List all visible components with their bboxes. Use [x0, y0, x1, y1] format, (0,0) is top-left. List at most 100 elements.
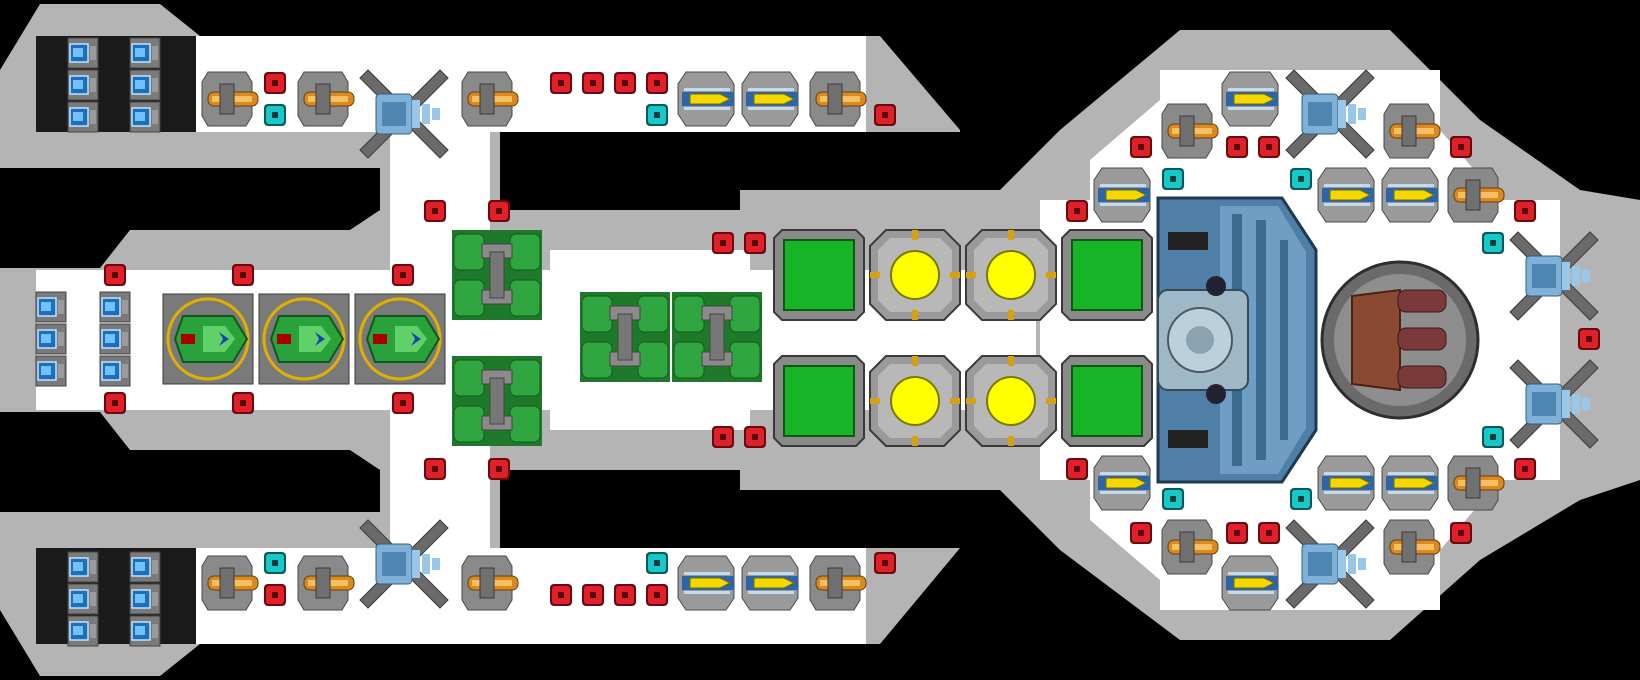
power-node-red-icon[interactable]	[1226, 522, 1248, 544]
battery-cell-icon[interactable]	[35, 323, 67, 355]
missile-launcher-icon[interactable]	[1093, 455, 1151, 511]
power-node-red-icon[interactable]	[1066, 200, 1088, 222]
power-node-red-icon[interactable]	[614, 584, 636, 606]
thruster-icon[interactable]	[1383, 519, 1441, 575]
reactor-yellow-icon[interactable]	[965, 355, 1057, 447]
power-node-red-icon[interactable]	[712, 426, 734, 448]
data-node-cyan-icon[interactable]	[264, 552, 286, 574]
power-node-red-icon[interactable]	[646, 584, 668, 606]
data-node-cyan-icon[interactable]	[646, 552, 668, 574]
data-node-cyan-icon[interactable]	[1482, 426, 1504, 448]
power-node-red-icon[interactable]	[1514, 200, 1536, 222]
engine-pod-icon[interactable]	[257, 292, 351, 386]
thruster-icon[interactable]	[1161, 103, 1219, 159]
power-node-red-icon[interactable]	[1066, 458, 1088, 480]
data-node-cyan-icon[interactable]	[1482, 232, 1504, 254]
battery-cell-icon[interactable]	[129, 551, 161, 583]
power-node-red-icon[interactable]	[582, 584, 604, 606]
power-node-red-icon[interactable]	[712, 232, 734, 254]
missile-launcher-icon[interactable]	[677, 71, 735, 127]
reactor-yellow-icon[interactable]	[869, 229, 961, 321]
thruster-icon[interactable]	[1161, 519, 1219, 575]
power-node-red-icon[interactable]	[550, 584, 572, 606]
battery-cell-icon[interactable]	[99, 355, 131, 387]
power-node-red-icon[interactable]	[744, 232, 766, 254]
power-node-red-icon[interactable]	[392, 392, 414, 414]
data-node-cyan-icon[interactable]	[1290, 168, 1312, 190]
power-node-red-icon[interactable]	[582, 72, 604, 94]
thruster-icon[interactable]	[461, 555, 519, 611]
reactor-yellow-icon[interactable]	[965, 229, 1057, 321]
data-node-cyan-icon[interactable]	[264, 104, 286, 126]
main-cannon-icon[interactable]	[1320, 260, 1480, 420]
power-node-red-icon[interactable]	[874, 104, 896, 126]
missile-launcher-icon[interactable]	[741, 71, 799, 127]
power-node-red-icon[interactable]	[264, 584, 286, 606]
engine-pod-icon[interactable]	[353, 292, 447, 386]
thruster-icon[interactable]	[1383, 103, 1441, 159]
power-node-red-icon[interactable]	[264, 72, 286, 94]
battery-cell-icon[interactable]	[67, 69, 99, 101]
thruster-icon[interactable]	[809, 555, 867, 611]
power-node-red-icon[interactable]	[1130, 522, 1152, 544]
battery-cell-icon[interactable]	[129, 37, 161, 69]
battery-cell-icon[interactable]	[35, 355, 67, 387]
missile-launcher-icon[interactable]	[741, 555, 799, 611]
green-hull-block-icon[interactable]	[579, 291, 671, 383]
reactor-green-icon[interactable]	[1061, 229, 1153, 321]
power-node-red-icon[interactable]	[646, 72, 668, 94]
data-node-cyan-icon[interactable]	[1290, 488, 1312, 510]
missile-launcher-icon[interactable]	[1221, 555, 1279, 611]
power-node-red-icon[interactable]	[1450, 522, 1472, 544]
reactor-green-icon[interactable]	[773, 355, 865, 447]
engine-pod-row[interactable]	[161, 292, 447, 386]
data-node-cyan-icon[interactable]	[1162, 488, 1184, 510]
green-hull-block-icon[interactable]	[451, 355, 543, 447]
thruster-icon[interactable]	[297, 555, 355, 611]
missile-launcher-icon[interactable]	[1093, 167, 1151, 223]
reactor-green-icon[interactable]	[773, 229, 865, 321]
command-core-icon[interactable]	[1156, 196, 1318, 484]
power-node-red-icon[interactable]	[488, 458, 510, 480]
battery-cell-icon[interactable]	[67, 101, 99, 133]
power-node-red-icon[interactable]	[1258, 522, 1280, 544]
power-node-red-icon[interactable]	[550, 72, 572, 94]
battery-cell-icon[interactable]	[67, 583, 99, 615]
power-node-red-icon[interactable]	[874, 552, 896, 574]
thruster-icon[interactable]	[1447, 455, 1505, 511]
power-node-red-icon[interactable]	[1514, 458, 1536, 480]
power-node-red-icon[interactable]	[488, 200, 510, 222]
power-node-red-icon[interactable]	[424, 200, 446, 222]
power-node-red-icon[interactable]	[232, 392, 254, 414]
reactor-green-icon[interactable]	[1061, 355, 1153, 447]
power-node-red-icon[interactable]	[392, 264, 414, 286]
battery-cell-icon[interactable]	[99, 323, 131, 355]
power-node-red-icon[interactable]	[1226, 136, 1248, 158]
power-node-red-icon[interactable]	[1130, 136, 1152, 158]
missile-launcher-icon[interactable]	[1317, 167, 1375, 223]
missile-launcher-icon[interactable]	[1381, 455, 1439, 511]
thruster-icon[interactable]	[809, 71, 867, 127]
thruster-icon[interactable]	[201, 71, 259, 127]
data-node-cyan-icon[interactable]	[1162, 168, 1184, 190]
power-node-red-icon[interactable]	[1578, 328, 1600, 350]
thruster-icon[interactable]	[297, 71, 355, 127]
power-node-red-icon[interactable]	[744, 426, 766, 448]
power-node-red-icon[interactable]	[232, 264, 254, 286]
missile-launcher-icon[interactable]	[677, 555, 735, 611]
thruster-icon[interactable]	[1447, 167, 1505, 223]
battery-cell-icon[interactable]	[67, 37, 99, 69]
battery-cell-icon[interactable]	[99, 291, 131, 323]
data-node-cyan-icon[interactable]	[646, 104, 668, 126]
battery-cell-icon[interactable]	[129, 69, 161, 101]
reactor-yellow-icon[interactable]	[869, 355, 961, 447]
thruster-icon[interactable]	[461, 71, 519, 127]
battery-cell-icon[interactable]	[129, 101, 161, 133]
battery-cell-icon[interactable]	[67, 615, 99, 647]
green-hull-block-icon[interactable]	[671, 291, 763, 383]
battery-cell-icon[interactable]	[129, 583, 161, 615]
power-node-red-icon[interactable]	[104, 392, 126, 414]
engine-pod-icon[interactable]	[161, 292, 255, 386]
missile-launcher-icon[interactable]	[1221, 71, 1279, 127]
missile-launcher-icon[interactable]	[1381, 167, 1439, 223]
